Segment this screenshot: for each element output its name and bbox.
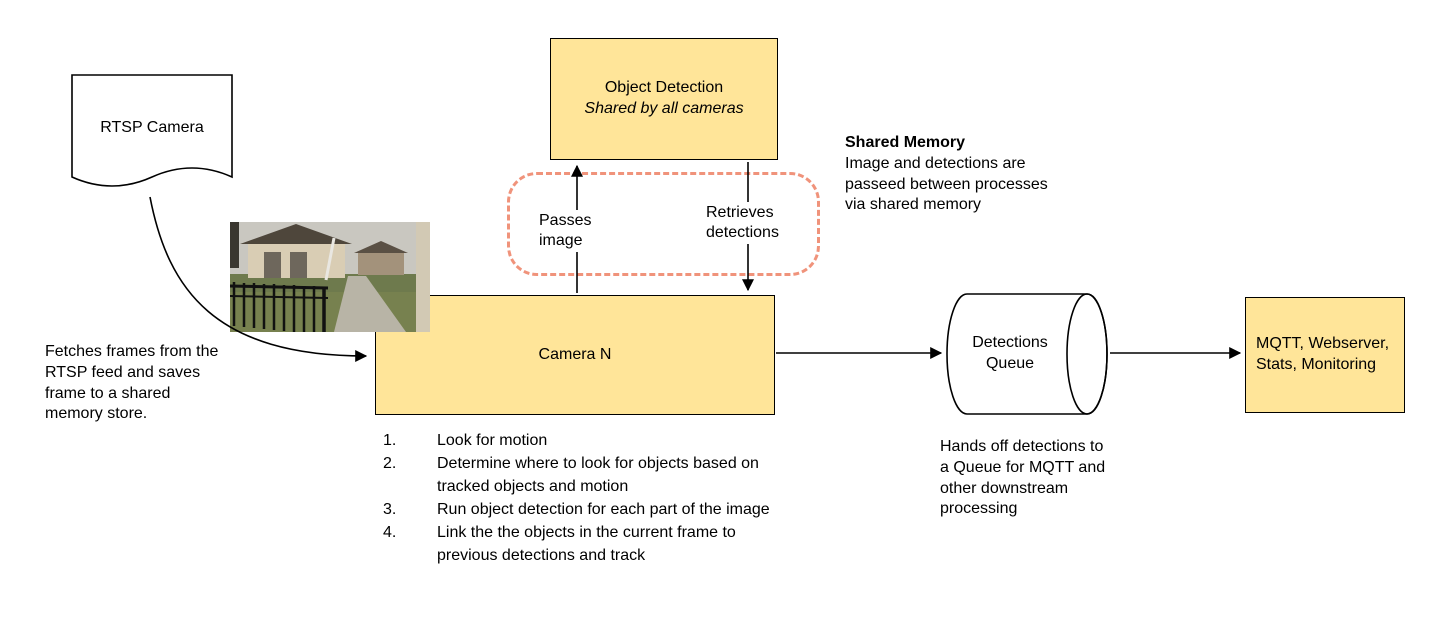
camera-step-3: 3. Run object detection for each part of… — [383, 498, 782, 521]
camera-step-1: 1. Look for motion — [383, 429, 782, 452]
handoff-annotation: Hands off detections to a Queue for MQTT… — [940, 438, 1106, 518]
camera-step-2: 2. Determine where to look for objects b… — [383, 452, 782, 498]
camera-step-1-text: Look for motion — [437, 432, 548, 449]
camera-step-4-number: 4. — [383, 524, 397, 541]
camera-step-4: 4. Link the the objects in the current f… — [383, 521, 782, 567]
object-detection-node: Object Detection Shared by all cameras — [550, 38, 778, 160]
shared-memory-title: Shared Memory — [845, 134, 966, 151]
camera-n-node: Camera N — [375, 295, 775, 415]
shared-memory-annotation: Shared Memory Image and detections are p… — [845, 133, 1057, 216]
camera-step-3-text: Run object detection for each part of th… — [437, 501, 770, 518]
shared-memory-dashed-region — [507, 172, 820, 276]
camera-step-2-text: Determine where to look for objects base… — [437, 455, 759, 495]
detections-queue-shape — [946, 293, 1108, 415]
camera-n-label: Camera N — [538, 345, 612, 363]
camera-steps-list: 1. Look for motion 2. Determine where to… — [383, 429, 782, 567]
camera-step-4-text: Link the the objects in the current fram… — [437, 524, 736, 564]
rtsp-camera-label: RTSP Camera — [100, 119, 204, 136]
passes-image-label: Passes image — [536, 210, 602, 252]
outputs-label: MQTT, Webserver, Stats, Monitoring — [1256, 335, 1390, 373]
object-detection-title: Object Detection — [604, 79, 724, 97]
camera-step-1-number: 1. — [383, 432, 397, 449]
retrieves-detections-label: Retrieves detections — [703, 202, 793, 244]
outputs-node: MQTT, Webserver, Stats, Monitoring — [1245, 297, 1405, 413]
fetch-frames-annotation: Fetches frames from the RTSP feed and sa… — [45, 343, 219, 423]
camera-step-3-number: 3. — [383, 501, 397, 518]
detections-queue-label: Detections Queue — [972, 334, 1048, 372]
rtsp-camera-document-shape — [71, 74, 233, 187]
shared-memory-body: Image and detections are passeed between… — [845, 154, 1048, 214]
camera-step-2-number: 2. — [383, 455, 397, 472]
camera-snapshot-image — [230, 222, 430, 332]
object-detection-subtitle: Shared by all cameras — [584, 100, 744, 117]
